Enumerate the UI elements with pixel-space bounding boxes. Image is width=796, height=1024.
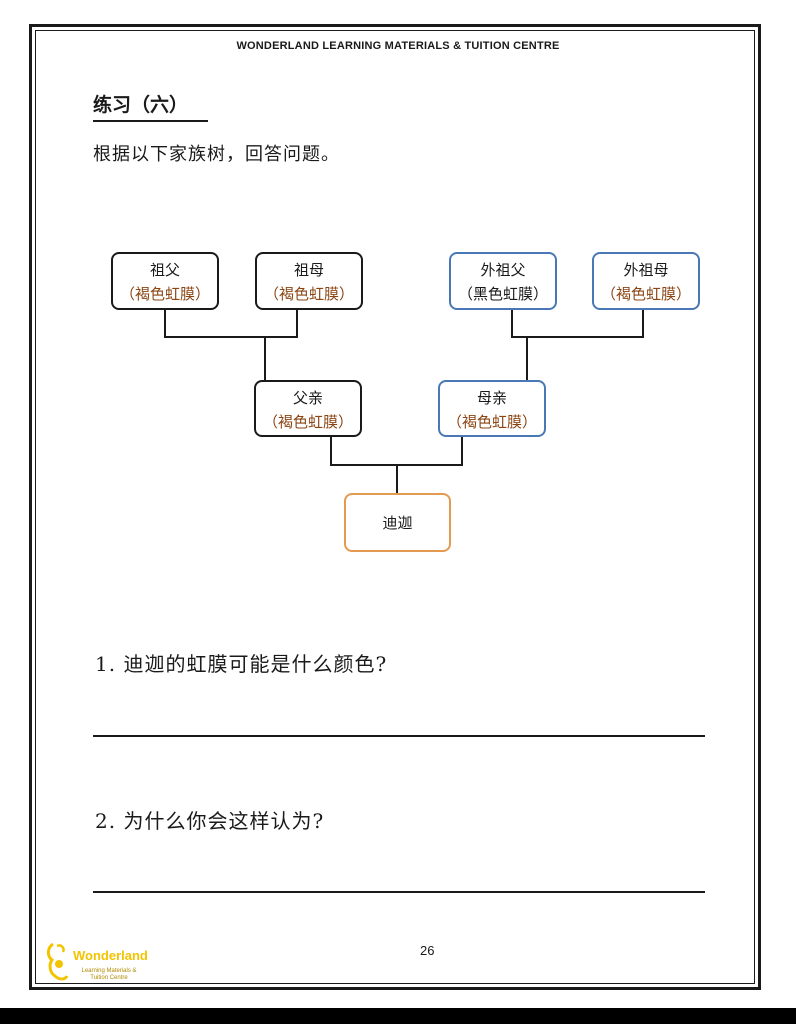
grandfather-name: 祖父 xyxy=(149,261,180,279)
mother-name: 母亲 xyxy=(476,389,507,407)
mother-eye-color: （褐色虹膜） xyxy=(446,413,537,431)
header-title: WONDERLAND LEARNING MATERIALS & TUITION … xyxy=(236,40,560,52)
maternal-grandfather-name: 外祖父 xyxy=(480,261,526,279)
maternal-grandmother-eye-color: （褐色虹膜） xyxy=(600,285,691,303)
child-box: 迪迦 xyxy=(344,493,451,552)
grandfather-eye-color: （褐色虹膜） xyxy=(119,285,210,303)
child-name: 迪迦 xyxy=(382,514,413,532)
maternal-grandfather-eye-color: （黑色虹膜） xyxy=(457,285,548,303)
question-1: 1. 迪迦的虹膜可能是什么颜色? xyxy=(95,652,388,676)
question-2: 2. 为什么你会这样认为? xyxy=(95,809,325,833)
maternal-grandfather-box: 外祖父 （黑色虹膜） xyxy=(449,252,557,310)
answer-line-2[interactable] xyxy=(93,891,705,893)
grandmother-eye-color: （褐色虹膜） xyxy=(263,285,354,303)
mother-box: 母亲 （褐色虹膜） xyxy=(438,380,546,437)
father-box: 父亲 （褐色虹膜） xyxy=(254,380,362,437)
father-name: 父亲 xyxy=(292,389,323,407)
logo-name: Wonderland xyxy=(73,948,148,963)
instruction-text: 根据以下家族树，回答问题。 xyxy=(93,144,340,165)
answer-line-1[interactable] xyxy=(93,735,705,737)
wonderland-logo: Wonderland Learning Materials & Tuition … xyxy=(43,940,163,986)
grandmother-box: 祖母 （褐色虹膜） xyxy=(255,252,363,310)
grandfather-box: 祖父 （褐色虹膜） xyxy=(111,252,219,310)
logo-subtitle: Learning Materials & Tuition Centre xyxy=(81,968,137,981)
maternal-grandmother-box: 外祖母 （褐色虹膜） xyxy=(592,252,700,310)
wonderland-logo-icon xyxy=(46,942,69,981)
page-number: 26 xyxy=(420,943,435,958)
exercise-title: 练习（六） xyxy=(93,90,208,122)
grandmother-name: 祖母 xyxy=(293,261,324,279)
maternal-grandmother-name: 外祖母 xyxy=(623,261,669,279)
page-border-inner xyxy=(35,30,755,984)
page-border-outer xyxy=(29,24,761,990)
screen-bottom-bar xyxy=(0,1008,796,1024)
father-eye-color: （褐色虹膜） xyxy=(262,413,353,431)
